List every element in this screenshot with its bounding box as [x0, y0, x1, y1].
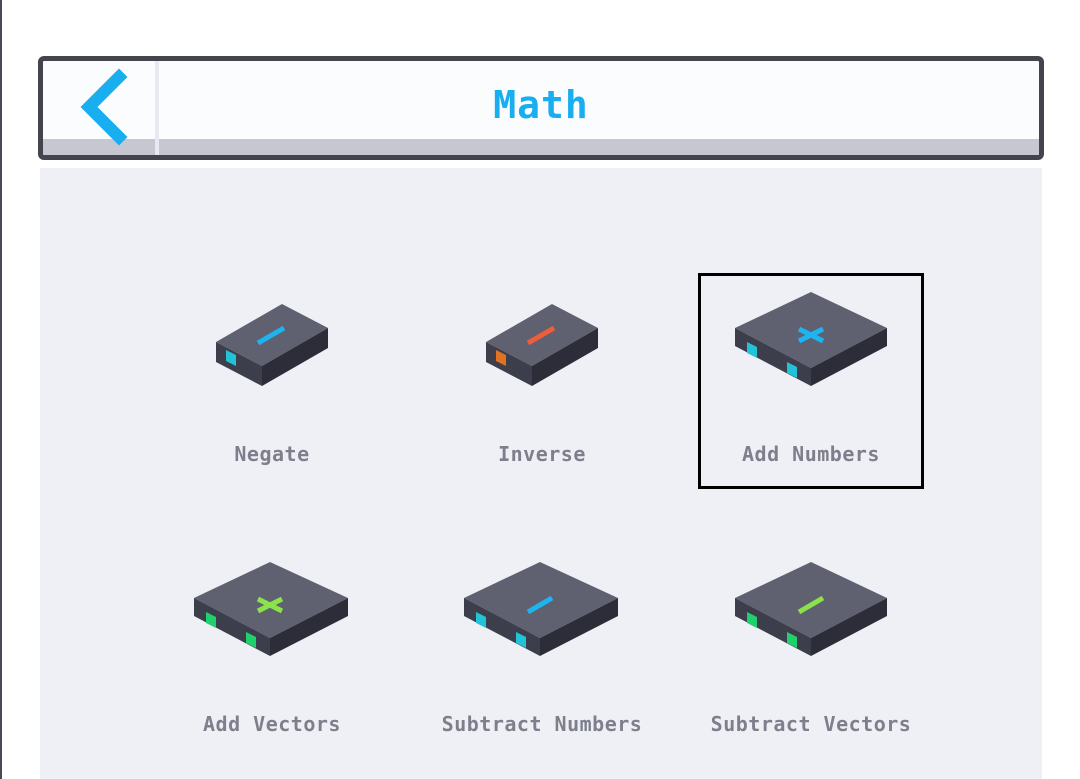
block-label: Add Vectors [203, 712, 341, 736]
back-divider [155, 61, 159, 155]
header-shadow [43, 139, 1039, 155]
header-bar: Math [38, 56, 1044, 160]
add-vectors-block-icon [194, 562, 348, 656]
block-label: Inverse [498, 442, 586, 466]
block-label: Add Numbers [742, 442, 880, 466]
block-label: Subtract Numbers [441, 712, 643, 736]
subtract-vectors-block-icon [735, 562, 887, 656]
negate-block-icon [216, 304, 328, 386]
block-inverse[interactable]: Inverse [432, 276, 652, 486]
add-numbers-block-icon [735, 292, 887, 386]
block-add-numbers[interactable]: Add Numbers [698, 273, 924, 489]
block-subtract-vectors[interactable]: Subtract Vectors [701, 546, 921, 756]
block-label: Negate [234, 442, 310, 466]
block-label: Subtract Vectors [710, 712, 912, 736]
window-edge [0, 0, 2, 779]
block-subtract-numbers[interactable]: Subtract Numbers [432, 546, 652, 756]
page-title: Math [493, 83, 589, 127]
subtract-numbers-block-icon [464, 562, 618, 656]
block-add-vectors[interactable]: Add Vectors [162, 546, 382, 756]
inverse-block-icon [486, 304, 598, 386]
blocks-panel: Negate Inverse Add Numbers [40, 168, 1042, 779]
chevron-left-icon [80, 68, 128, 146]
block-negate[interactable]: Negate [162, 276, 382, 486]
back-button[interactable] [43, 61, 156, 155]
